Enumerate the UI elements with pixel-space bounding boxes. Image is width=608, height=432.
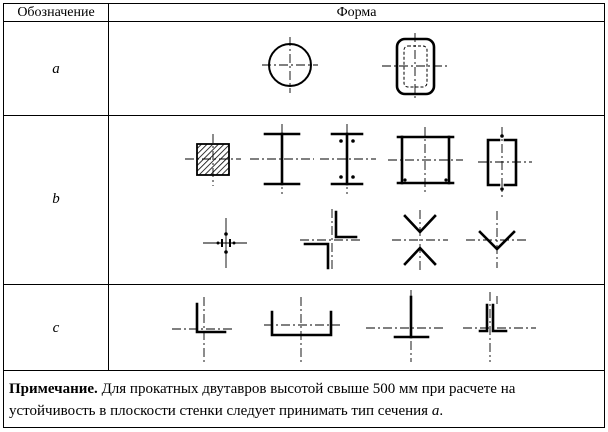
solid-square-section-icon (185, 134, 241, 186)
channel-section-icon (264, 297, 340, 362)
header-divider (3, 21, 605, 22)
v-angle-section-icon (466, 211, 528, 268)
table-note: Примечание. Для прокатных двутавров высо… (9, 378, 601, 422)
note-text: Для прокатных двутавров высотой свыше 50… (9, 381, 516, 419)
row-label-b: b (52, 191, 60, 207)
row-divider-b (3, 284, 605, 285)
row-label-c: c (52, 320, 60, 336)
circle-section-icon (262, 37, 318, 93)
note-title: Примечание. (9, 381, 98, 397)
t-section-icon (366, 290, 446, 362)
header-designation: Обозначение (17, 5, 95, 20)
row-label-a: a (52, 61, 60, 77)
row-divider-c (3, 370, 605, 371)
box-section-icon (388, 127, 463, 193)
table-frame (3, 3, 605, 428)
i-beam-section-icon (250, 124, 314, 194)
rounded-box-section-icon (382, 33, 450, 100)
double-angle-t-section-icon (463, 292, 536, 362)
column-divider (108, 3, 109, 370)
note-end: . (439, 403, 444, 419)
riveted-i-beam-section-icon (320, 124, 376, 194)
cross-bolts-section-icon (203, 218, 247, 268)
header-shape: Форма (336, 5, 377, 20)
twin-channel-section-icon (478, 127, 532, 197)
note-term: a (431, 403, 440, 419)
angle-section-icon (172, 297, 234, 362)
row-divider-a (3, 115, 605, 116)
cross-angles-section-icon (392, 210, 448, 270)
double-angle-section-icon (300, 209, 362, 272)
